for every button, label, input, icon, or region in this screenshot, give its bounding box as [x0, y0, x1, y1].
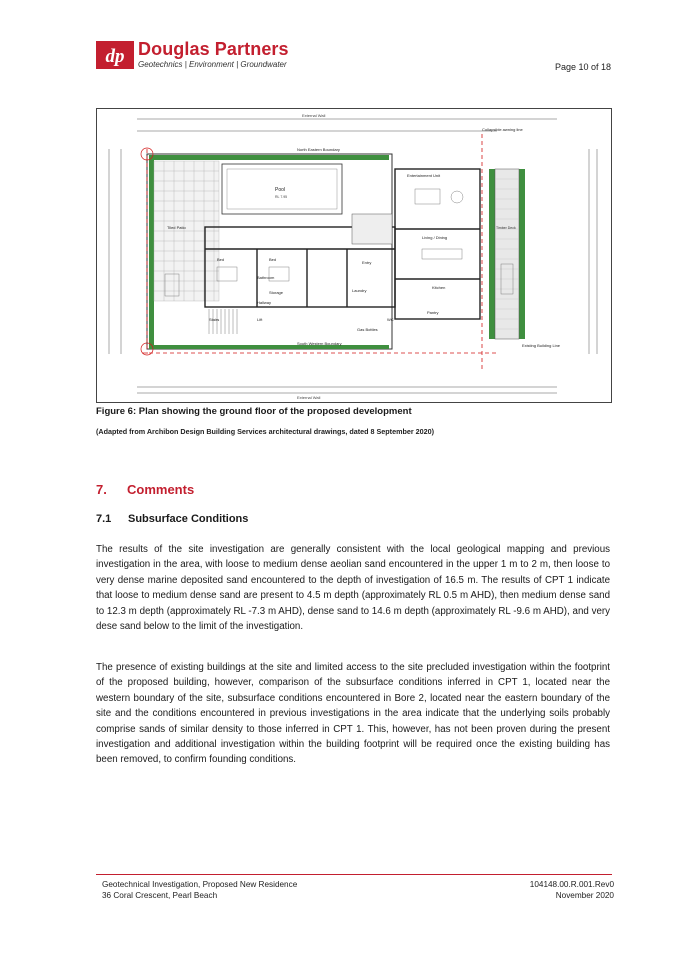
plan-label-north-boundary: North Eastern Boundary — [297, 147, 340, 152]
body-paragraph-2: The presence of existing buildings at th… — [96, 662, 610, 766]
svg-text:dp: dp — [106, 46, 125, 67]
plan-label-pool-rl: RL 7.95 — [275, 195, 287, 199]
subsection-heading: 7.1 Subsurface Conditions — [96, 513, 248, 525]
footer-site-address: 36 Coral Crescent, Pearl Beach — [102, 891, 218, 900]
plan-label-stairs: Stairs — [209, 317, 219, 322]
plan-label-hallway: Hallway — [257, 300, 271, 305]
plan-label-entry: Entry — [362, 260, 371, 265]
footer-right: 104148.00.R.001.Rev0 November 2020 — [530, 879, 614, 901]
plan-label-timber-deck: Timber Deck — [496, 226, 516, 230]
subsection-title: Subsurface Conditions — [128, 513, 249, 525]
footer-divider — [96, 874, 612, 875]
footer-left: Geotechnical Investigation, Proposed New… — [102, 879, 297, 901]
logo-tagline: Geotechnics | Environment | Groundwater — [138, 60, 287, 69]
plan-label-wc: WC — [387, 317, 394, 322]
logo-name: Douglas Partners — [138, 39, 289, 59]
company-logo: dp Douglas Partners Geotechnics | Enviro… — [96, 39, 311, 73]
subsection-number: 7.1 — [96, 513, 112, 525]
plan-label-existing-building: Existing Building Line — [522, 343, 561, 348]
plan-label-kitchen: Kitchen — [432, 285, 445, 290]
plan-label-gas-bottles: Gas Bottles — [357, 327, 378, 332]
figure-caption: Figure 6: Plan showing the ground floor … — [96, 406, 412, 417]
plan-label-pantry: Pantry — [427, 310, 439, 315]
footer-report-number: 104148.00.R.001.Rev0 — [529, 880, 614, 889]
figure-source-note: (Adapted from Archibon Design Building S… — [96, 427, 435, 436]
plan-label-bathroom: Bathroom — [257, 275, 275, 280]
plan-label-external-wall-bottom: External Wall — [297, 395, 321, 400]
section-heading: 7. Comments — [96, 482, 194, 497]
plan-label-south-boundary: South Western Boundary — [297, 341, 342, 346]
plan-label-external-wall: External Wall — [302, 113, 326, 118]
section-title: Comments — [127, 482, 195, 497]
section-number: 7. — [96, 482, 107, 497]
plan-label-collapsible-awning: Collapsible awning line — [482, 127, 523, 132]
page-number: Page 10 of 18 — [554, 62, 611, 72]
plan-label-laundry: Laundry — [352, 288, 366, 293]
plan-label-entertainment: Entertainment Unit — [407, 173, 441, 178]
footer-report-date: November 2020 — [555, 891, 614, 900]
plan-label-lift: Lift — [257, 317, 263, 322]
plan-label-bed-1: Bed — [217, 257, 224, 262]
plan-label-bed-2: Bed — [269, 257, 276, 262]
floor-plan-figure: External Wall External Wall — [96, 108, 612, 403]
logo-mark-icon: dp — [96, 41, 134, 69]
plan-label-pool: Pool — [275, 187, 285, 193]
plan-label-living-dining: Living / Dining — [422, 235, 447, 240]
footer-report-title: Geotechnical Investigation, Proposed New… — [102, 880, 298, 889]
plan-label-tiled-patio: Tiled Patio — [167, 225, 187, 230]
body-paragraph-1: The results of the site investigation ar… — [96, 544, 610, 633]
plan-label-storage: Storage — [269, 290, 284, 295]
